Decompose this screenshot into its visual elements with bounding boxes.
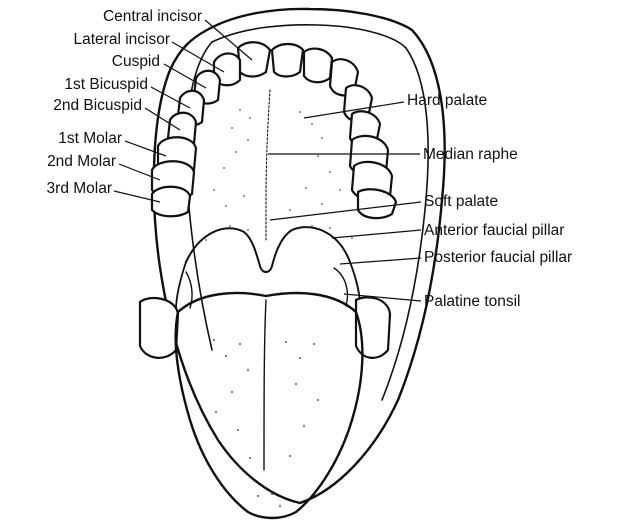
label-second-bicuspid: 2nd Bicuspid bbox=[53, 97, 142, 114]
label-posterior-faucial-pillar: Posterior faucial pillar bbox=[424, 249, 572, 266]
upper-dental-arch bbox=[152, 42, 396, 218]
tongue-stippling bbox=[213, 339, 319, 507]
label-cuspid: Cuspid bbox=[112, 53, 160, 70]
label-first-molar: 1st Molar bbox=[58, 130, 122, 147]
leader-posterior-faucial-pillar bbox=[340, 258, 421, 264]
label-median-raphe: Median raphe bbox=[423, 146, 518, 163]
uvula-outline bbox=[186, 227, 350, 272]
label-central-incisor: Central incisor bbox=[103, 8, 202, 25]
leader-soft-palate bbox=[270, 202, 421, 220]
tongue-median-sulcus bbox=[264, 300, 266, 470]
palate-stippling bbox=[205, 109, 353, 241]
label-palatine-tonsil: Palatine tonsil bbox=[424, 293, 521, 310]
leader-anterior-faucial-pillar bbox=[332, 230, 421, 238]
label-third-molar: 3rd Molar bbox=[47, 180, 112, 197]
label-second-molar: 2nd Molar bbox=[47, 153, 116, 170]
label-first-bicuspid: 1st Bicuspid bbox=[64, 76, 148, 93]
third-molar-right bbox=[358, 189, 396, 218]
lateral-incisor-right bbox=[304, 49, 332, 83]
central-incisor-right bbox=[272, 44, 303, 77]
label-anterior-faucial-pillar: Anterior faucial pillar bbox=[424, 222, 564, 239]
label-lateral-incisor: Lateral incisor bbox=[74, 31, 171, 48]
lower-molar-left bbox=[140, 298, 178, 358]
median-raphe-line bbox=[266, 90, 270, 240]
anterior-faucial-pillar-left bbox=[176, 262, 186, 310]
label-hard-palate: Hard palate bbox=[407, 92, 487, 109]
label-soft-palate: Soft palate bbox=[424, 193, 498, 210]
central-incisor-left bbox=[238, 42, 270, 76]
